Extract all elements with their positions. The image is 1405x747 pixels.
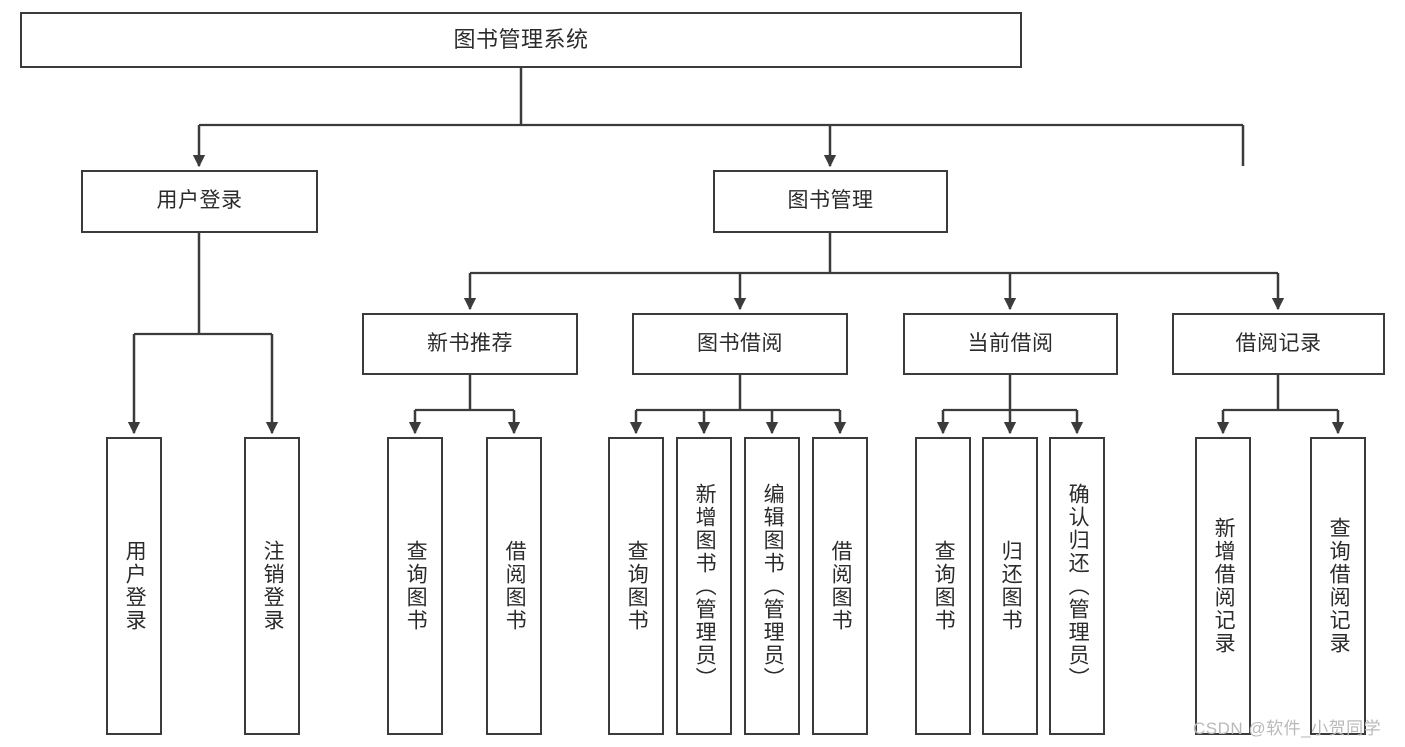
leaf-borrow-book-new[interactable]: 借阅图书 [486, 437, 542, 735]
leaf-user-login[interactable]: 用户登录 [106, 437, 162, 735]
node-new-book-recommend[interactable]: 新书推荐 [362, 313, 578, 375]
node-borrow-record[interactable]: 借阅记录 [1172, 313, 1385, 375]
leaf-add-book-admin[interactable]: 新增图书（管理员） [676, 437, 732, 735]
leaf-user-logout[interactable]: 注销登录 [244, 437, 300, 735]
leaf-return-book[interactable]: 归还图书 [982, 437, 1038, 735]
leaf-query-book-borrow[interactable]: 查询图书 [608, 437, 664, 735]
leaf-query-book-new[interactable]: 查询图书 [387, 437, 443, 735]
node-root-system[interactable]: 图书管理系统 [20, 12, 1022, 68]
leaf-query-borrow-record[interactable]: 查询借阅记录 [1310, 437, 1366, 735]
node-book-management[interactable]: 图书管理 [713, 170, 948, 233]
leaf-confirm-return-admin[interactable]: 确认归还（管理员） [1049, 437, 1105, 735]
node-book-borrow[interactable]: 图书借阅 [632, 313, 848, 375]
leaf-borrow-book[interactable]: 借阅图书 [812, 437, 868, 735]
leaf-edit-book-admin[interactable]: 编辑图书（管理员） [744, 437, 800, 735]
node-current-borrow[interactable]: 当前借阅 [903, 313, 1118, 375]
leaf-add-borrow-record[interactable]: 新增借阅记录 [1195, 437, 1251, 735]
csdn-watermark: CSDN @软件_小贺同学 [1193, 719, 1382, 738]
leaf-query-book-current[interactable]: 查询图书 [915, 437, 971, 735]
node-user-login[interactable]: 用户登录 [81, 170, 318, 233]
